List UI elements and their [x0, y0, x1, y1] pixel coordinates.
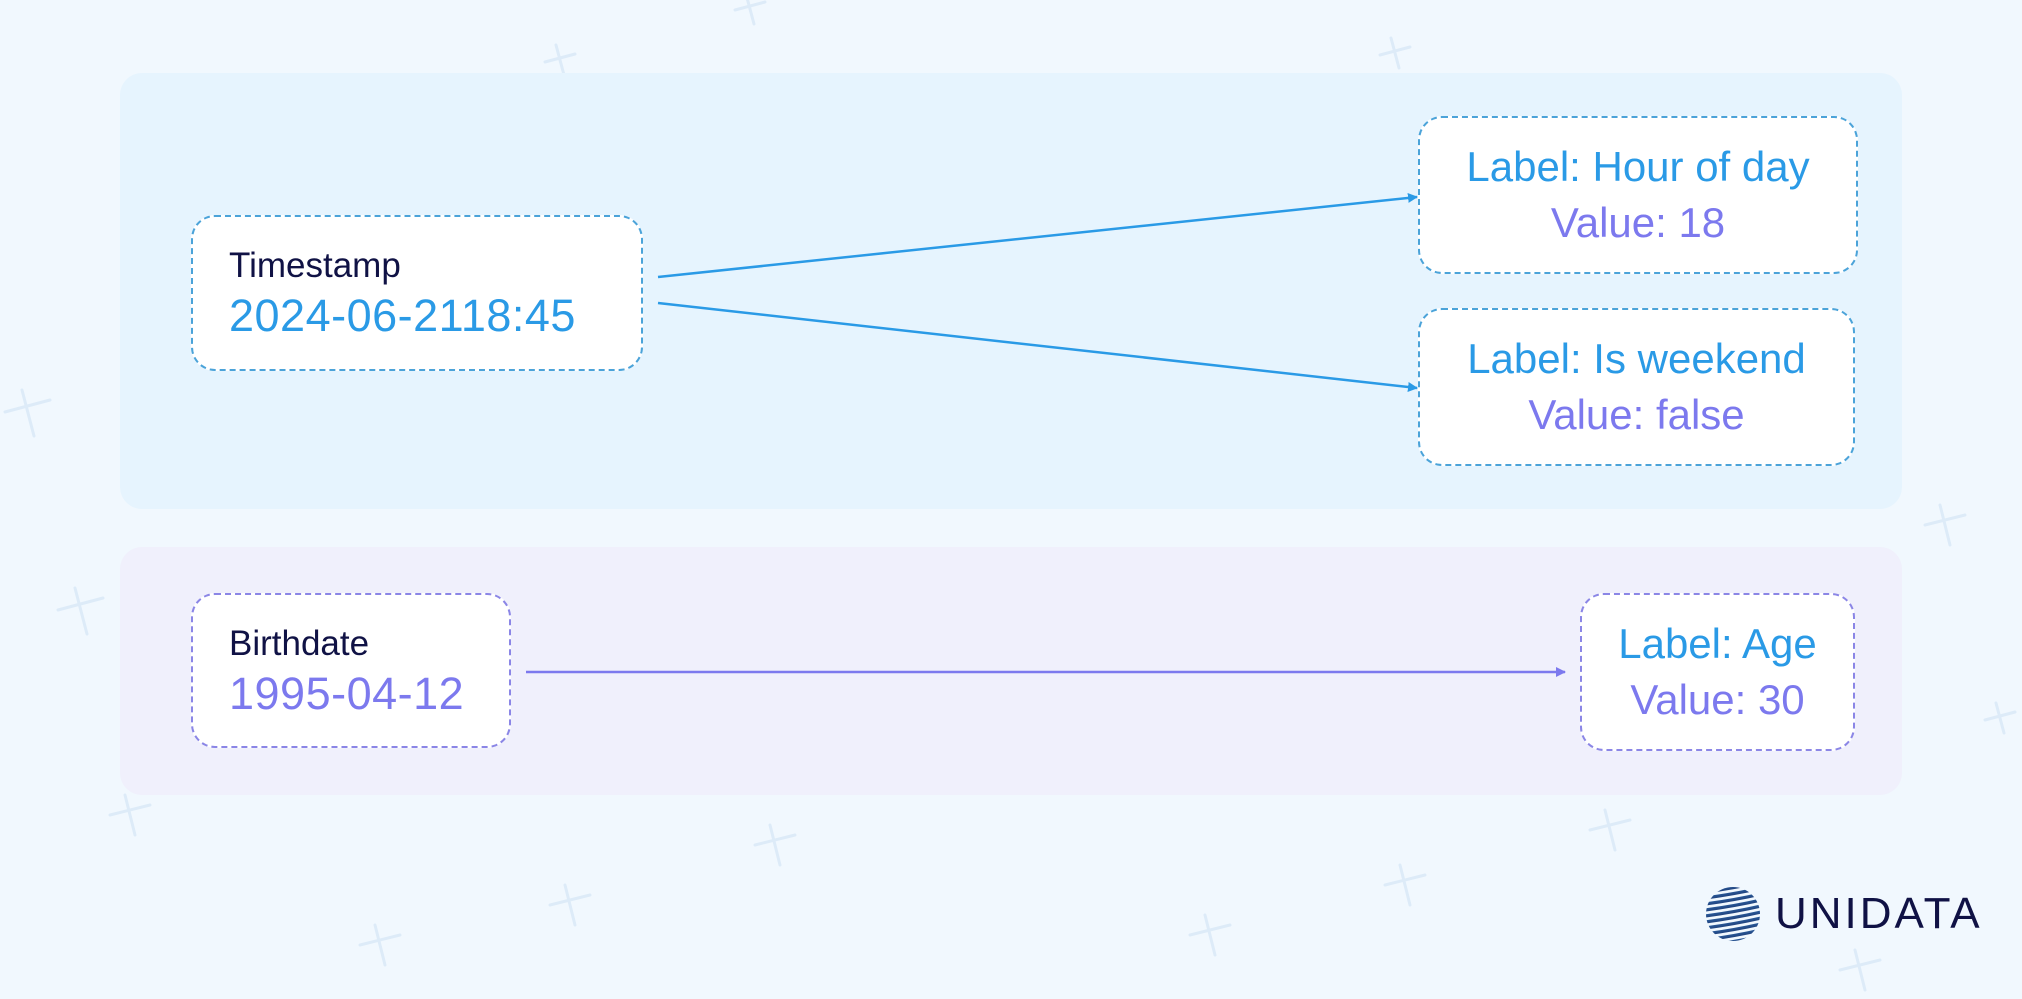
- unidata-logo: UNIDATA: [1705, 886, 1983, 942]
- timestamp-source-node: Timestamp 2024-06-2118:45: [191, 215, 643, 371]
- source-field-value: 2024-06-2118:45: [229, 290, 576, 341]
- source-field-value: 1995-04-12: [229, 667, 465, 719]
- logo-wordmark: UNIDATA: [1775, 889, 1983, 938]
- arrow-timestamp-to-hour: [657, 192, 1418, 279]
- is-weekend-output-node: Label: Is weekend Value: false: [1418, 308, 1855, 466]
- output-value: Value: 30: [1630, 676, 1805, 723]
- hour-of-day-output-node: Label: Hour of day Value: 18: [1418, 116, 1858, 274]
- source-field-name: Birthdate: [229, 623, 370, 663]
- globe-icon: [1706, 887, 1760, 941]
- arrow-timestamp-to-weekend: [657, 301, 1418, 392]
- output-label: Label: Hour of day: [1466, 142, 1810, 190]
- birthdate-source-node: Birthdate 1995-04-12: [191, 593, 511, 748]
- age-output-node: Label: Age Value: 30: [1580, 593, 1855, 751]
- output-label: Label: Is weekend: [1467, 334, 1806, 382]
- output-value: Value: false: [1528, 391, 1745, 438]
- output-label: Label: Age: [1618, 619, 1817, 667]
- output-value: Value: 18: [1550, 199, 1726, 246]
- source-field-name: Timestamp: [229, 246, 401, 285]
